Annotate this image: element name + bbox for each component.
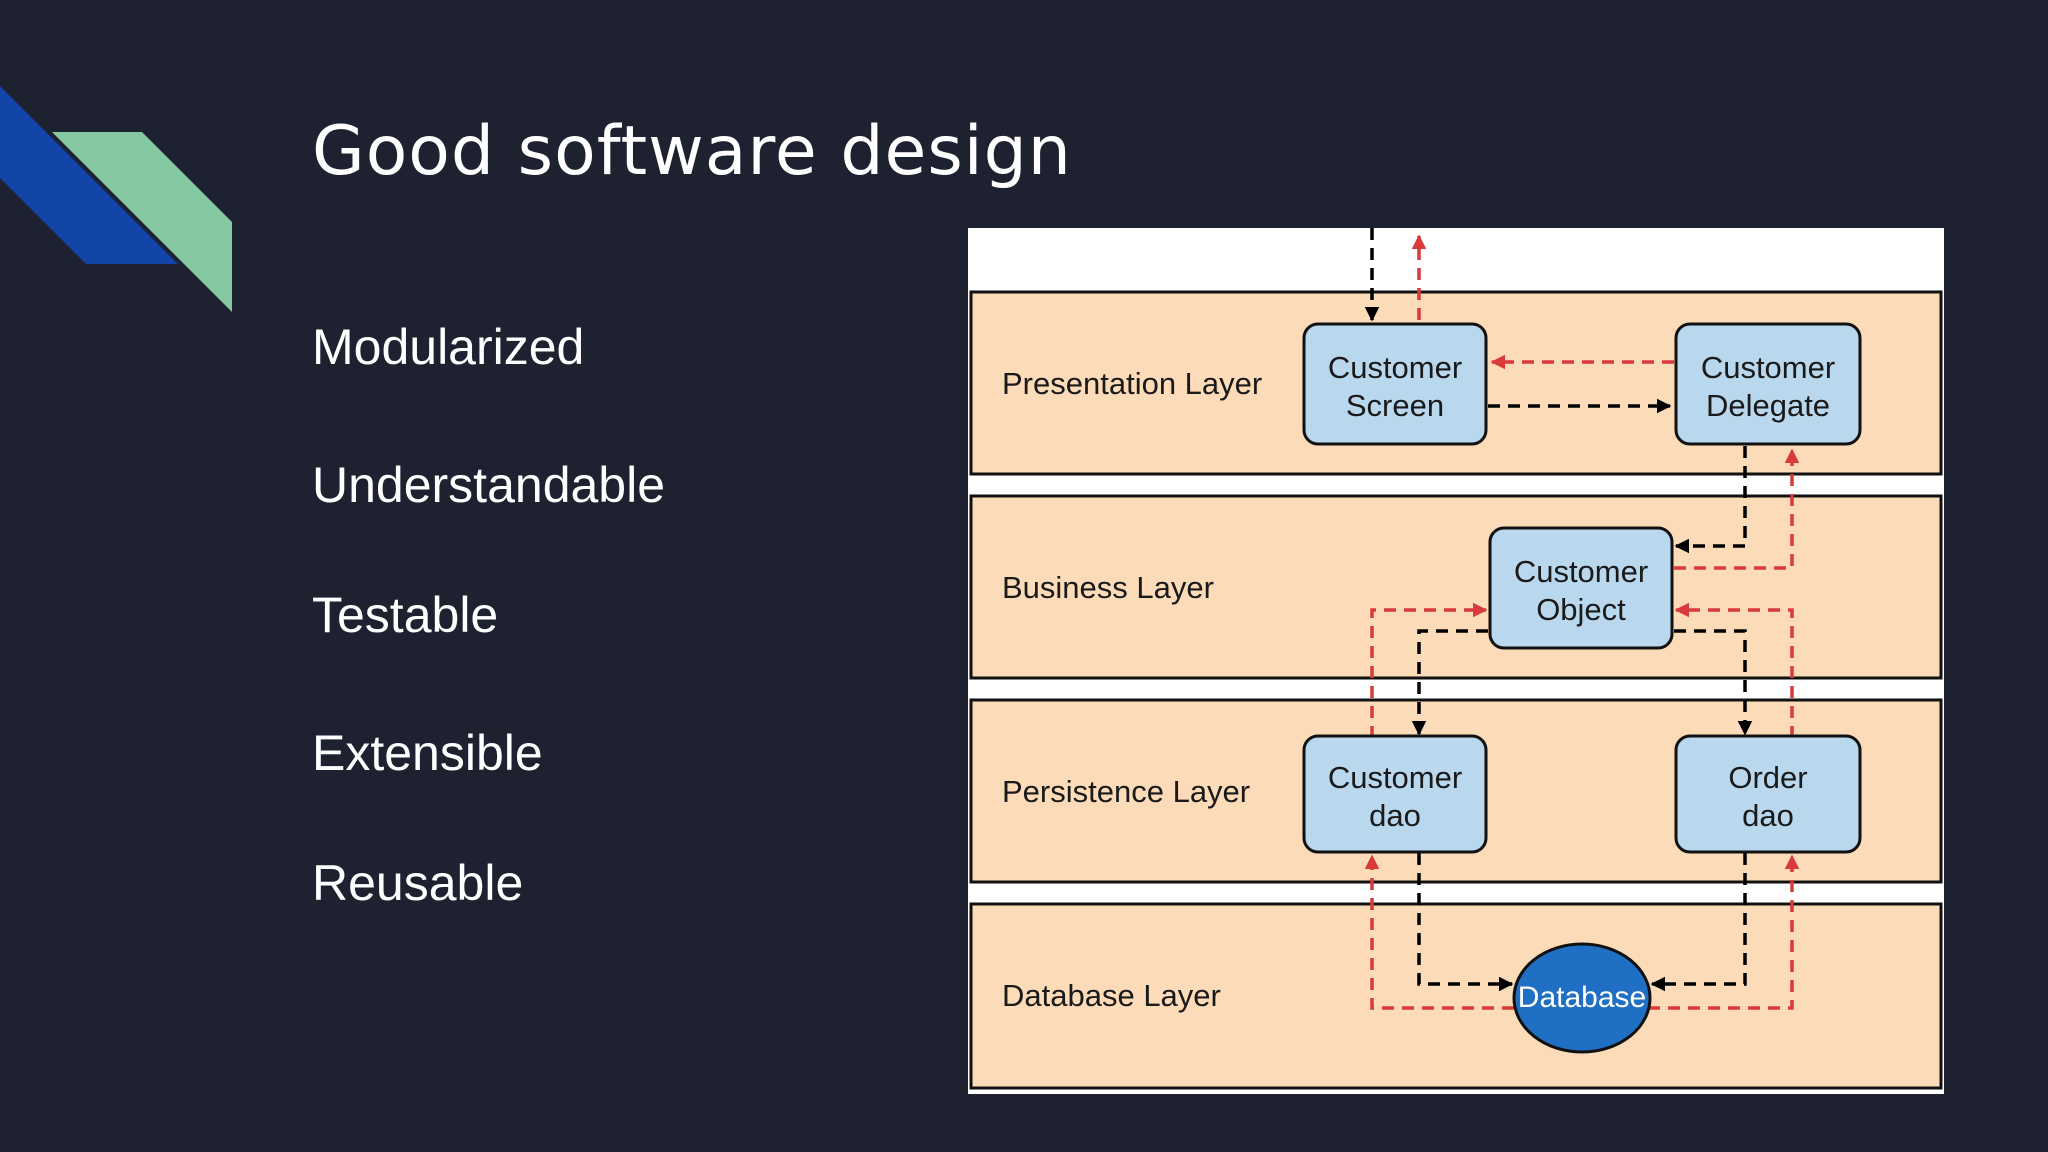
bullet-testable: Testable <box>312 587 499 643</box>
bullet-modularized: Modularized <box>312 319 585 375</box>
arrow-object-to-customer-dao <box>1411 629 1488 736</box>
node-customer-delegate-line2: Delegate <box>1706 388 1830 423</box>
node-customer-delegate: Customer Delegate <box>1674 322 1862 446</box>
arrow-delegate-to-object <box>1674 446 1747 554</box>
arrow-customer-dao-to-database <box>1417 853 1514 992</box>
arrow-object-to-order-dao <box>1674 629 1753 736</box>
arrow-order-dao-to-database <box>1650 853 1747 992</box>
layered-architecture-diagram: Presentation Layer Business Layer Persis… <box>968 228 1944 1094</box>
node-customer-screen-line1: Customer <box>1328 350 1462 385</box>
decorative-stripes <box>0 86 232 312</box>
node-database: Database <box>1512 942 1652 1054</box>
node-customer-dao-line2: dao <box>1369 798 1421 833</box>
arrow-database-to-customer-dao <box>1364 854 1514 1010</box>
layer-label-business: Business Layer <box>1002 570 1214 605</box>
node-order-dao: Order dao <box>1674 734 1862 854</box>
node-customer-screen-box <box>1302 322 1488 446</box>
layer-label-presentation: Presentation Layer <box>1002 366 1262 401</box>
node-order-dao-line2: dao <box>1742 798 1794 833</box>
node-customer-object-box <box>1488 526 1674 650</box>
node-customer-object: Customer Object <box>1488 526 1674 650</box>
arrow-order-dao-to-object <box>1674 602 1794 738</box>
node-customer-delegate-line1: Customer <box>1701 350 1835 385</box>
bullet-understandable: Understandable <box>312 457 666 513</box>
node-order-dao-line1: Order <box>1728 760 1807 795</box>
layer-label-database: Database Layer <box>1002 978 1221 1013</box>
node-customer-dao-box <box>1302 734 1488 854</box>
business-layer-band <box>969 494 1943 680</box>
node-customer-dao-line1: Customer <box>1328 760 1462 795</box>
database-layer-band <box>969 902 1943 1090</box>
bullet-reusable: Reusable <box>312 855 524 911</box>
blue-stripe <box>0 86 178 264</box>
bullet-extensible: Extensible <box>312 725 543 781</box>
node-customer-dao: Customer dao <box>1302 734 1488 854</box>
node-customer-screen: Customer Screen <box>1302 322 1488 446</box>
database-label: Database <box>1518 981 1646 1014</box>
arrow-customer-dao-to-object <box>1370 602 1488 738</box>
node-customer-screen-line2: Screen <box>1346 388 1444 423</box>
node-customer-object-line1: Customer <box>1514 554 1648 589</box>
node-order-dao-box <box>1674 734 1862 854</box>
arrow-database-to-order-dao <box>1648 854 1800 1010</box>
green-stripe <box>52 132 232 312</box>
node-customer-object-line2: Object <box>1536 592 1626 627</box>
layer-label-persistence: Persistence Layer <box>1002 774 1250 809</box>
database-shape <box>1512 942 1652 1054</box>
slide-title: Good software design <box>312 112 1072 191</box>
node-customer-delegate-box <box>1674 322 1862 446</box>
